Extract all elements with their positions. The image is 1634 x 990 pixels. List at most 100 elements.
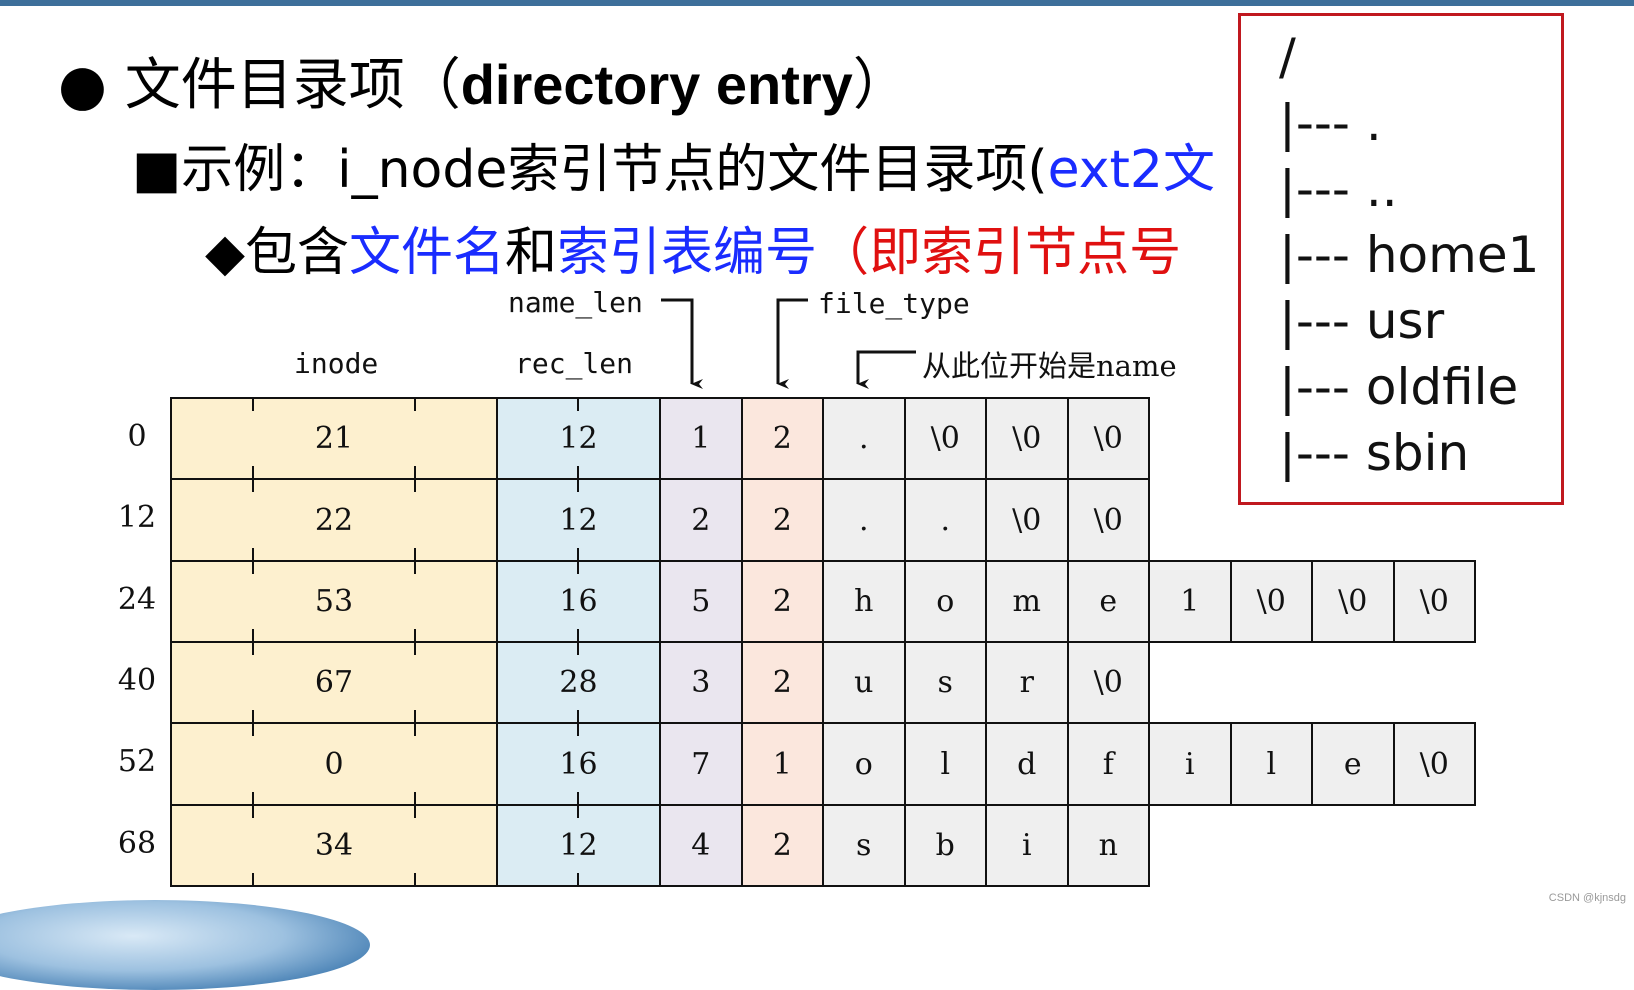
byte-divider-tick bbox=[414, 478, 416, 492]
square-bullet: ■ bbox=[132, 140, 182, 200]
name-char-cell: m bbox=[985, 560, 1069, 643]
heading-close: ） bbox=[852, 53, 909, 118]
inode-label: inode bbox=[294, 347, 379, 380]
name-char-cell: d bbox=[985, 722, 1069, 806]
name-char-cell: e bbox=[1311, 722, 1395, 806]
byte-divider-tick bbox=[414, 804, 416, 818]
file-type-cell: 2 bbox=[740, 560, 824, 643]
inode-cell: 53 bbox=[170, 560, 498, 643]
byte-divider-tick bbox=[414, 641, 416, 655]
file-type-arrow bbox=[776, 298, 808, 389]
name-char-cell: h bbox=[822, 560, 906, 643]
tree-line-dot: |--- . bbox=[1279, 94, 1382, 152]
name-char-cell: \0 bbox=[903, 397, 987, 480]
byte-divider-tick bbox=[414, 792, 416, 806]
tree-line-usr: |--- usr bbox=[1279, 292, 1445, 350]
name-len-label: name_len bbox=[508, 286, 643, 319]
name-len-cell: 2 bbox=[659, 478, 743, 562]
inode-cell: 34 bbox=[170, 804, 498, 887]
file-type-cell: 2 bbox=[740, 641, 824, 724]
diamond-bullet: ◆ bbox=[205, 223, 245, 283]
subsub-part2: 和 bbox=[505, 223, 558, 283]
rec-len-label: rec_len bbox=[515, 347, 634, 380]
tree-line-sbin: |--- sbin bbox=[1279, 424, 1470, 482]
file-type-label: file_type bbox=[818, 287, 970, 320]
name-char-cell: o bbox=[822, 722, 906, 806]
name-char-cell: f bbox=[1066, 722, 1150, 806]
name-char-cell: e bbox=[1066, 560, 1150, 643]
name-char-cell: \0 bbox=[985, 478, 1069, 562]
name-len-arrow bbox=[661, 298, 703, 389]
row-offset: 68 bbox=[117, 826, 157, 861]
subsub-part1: 包含 bbox=[245, 223, 350, 283]
name-char-cell: . bbox=[822, 478, 906, 562]
name-char-cell: l bbox=[1229, 722, 1313, 806]
byte-divider-tick bbox=[577, 466, 579, 480]
inode-cell: 22 bbox=[170, 478, 498, 562]
byte-divider-tick bbox=[577, 722, 579, 736]
name-char-cell: \0 bbox=[1066, 478, 1150, 562]
byte-divider-tick bbox=[414, 548, 416, 562]
name-char-cell: o bbox=[903, 560, 987, 643]
name-char-cell: b bbox=[903, 804, 987, 887]
bullet-dot: ● bbox=[58, 53, 107, 118]
name-char-cell: \0 bbox=[1066, 641, 1150, 724]
name-char-cell: i bbox=[1148, 722, 1232, 806]
tree-line-root: / bbox=[1279, 28, 1296, 86]
byte-divider-tick bbox=[577, 792, 579, 806]
row-offset: 12 bbox=[117, 500, 157, 535]
tree-line-home1: |--- home1 bbox=[1279, 226, 1540, 284]
name-char-cell: . bbox=[903, 478, 987, 562]
name-char-cell: \0 bbox=[1229, 560, 1313, 643]
byte-divider-tick bbox=[577, 478, 579, 492]
subsub-filename: 文件名 bbox=[349, 223, 506, 283]
credit-watermark: CSDN @kjnsdg bbox=[1548, 892, 1626, 904]
byte-divider-tick bbox=[414, 710, 416, 724]
sub-sub-heading: ◆包含文件名和索引表编号（即索引节点号 bbox=[205, 210, 1181, 285]
byte-divider-tick bbox=[252, 804, 254, 818]
byte-divider-tick bbox=[577, 548, 579, 562]
subsub-index: 索引表编号 bbox=[557, 223, 818, 283]
byte-divider-tick bbox=[414, 466, 416, 480]
name-len-cell: 4 bbox=[659, 804, 743, 887]
byte-divider-tick bbox=[577, 804, 579, 818]
byte-divider-tick bbox=[414, 560, 416, 574]
heading-en: directory entry bbox=[460, 53, 853, 116]
name-char-cell: \0 bbox=[1392, 560, 1476, 643]
byte-divider-tick bbox=[577, 641, 579, 655]
sub-heading-prefix: 示例：i_node索引节点的文件目录项( bbox=[181, 140, 1048, 200]
top-accent-bar bbox=[0, 0, 1634, 6]
byte-divider-tick bbox=[252, 641, 254, 655]
name-start-label: 从此位开始是name bbox=[922, 349, 1177, 383]
name-char-cell: u bbox=[822, 641, 906, 724]
name-len-cell: 5 bbox=[659, 560, 743, 643]
file-type-cell: 2 bbox=[740, 478, 824, 562]
file-type-cell: 2 bbox=[740, 804, 824, 887]
heading-cn: 文件目录项（ bbox=[124, 53, 461, 118]
name-char-cell: . bbox=[822, 397, 906, 480]
name-len-cell: 7 bbox=[659, 722, 743, 806]
file-type-cell: 2 bbox=[740, 397, 824, 480]
pointer-arrows bbox=[661, 298, 916, 389]
tree-line-dotdot: |--- .. bbox=[1279, 160, 1398, 218]
name-len-cell: 1 bbox=[659, 397, 743, 480]
byte-divider-tick bbox=[252, 792, 254, 806]
subsub-inode-note: （即索引节点号 bbox=[817, 223, 1182, 283]
byte-divider-tick bbox=[577, 710, 579, 724]
row-offset: 52 bbox=[117, 744, 157, 779]
byte-divider-tick bbox=[577, 629, 579, 643]
name-char-cell: \0 bbox=[985, 397, 1069, 480]
slide-heading: ● 文件目录项（directory entry） bbox=[58, 40, 909, 121]
directory-tree-box: / |--- . |--- .. |--- home1 |--- usr |--… bbox=[1238, 13, 1564, 505]
byte-divider-tick bbox=[252, 722, 254, 736]
name-char-cell: \0 bbox=[1311, 560, 1395, 643]
name-char-cell: s bbox=[822, 804, 906, 887]
row-offset: 40 bbox=[117, 663, 157, 698]
byte-divider-tick bbox=[252, 873, 254, 887]
byte-divider-tick bbox=[577, 560, 579, 574]
name-len-cell: 3 bbox=[659, 641, 743, 724]
name-char-cell: r bbox=[985, 641, 1069, 724]
byte-divider-tick bbox=[252, 629, 254, 643]
byte-divider-tick bbox=[577, 397, 579, 411]
name-char-cell: l bbox=[903, 722, 987, 806]
